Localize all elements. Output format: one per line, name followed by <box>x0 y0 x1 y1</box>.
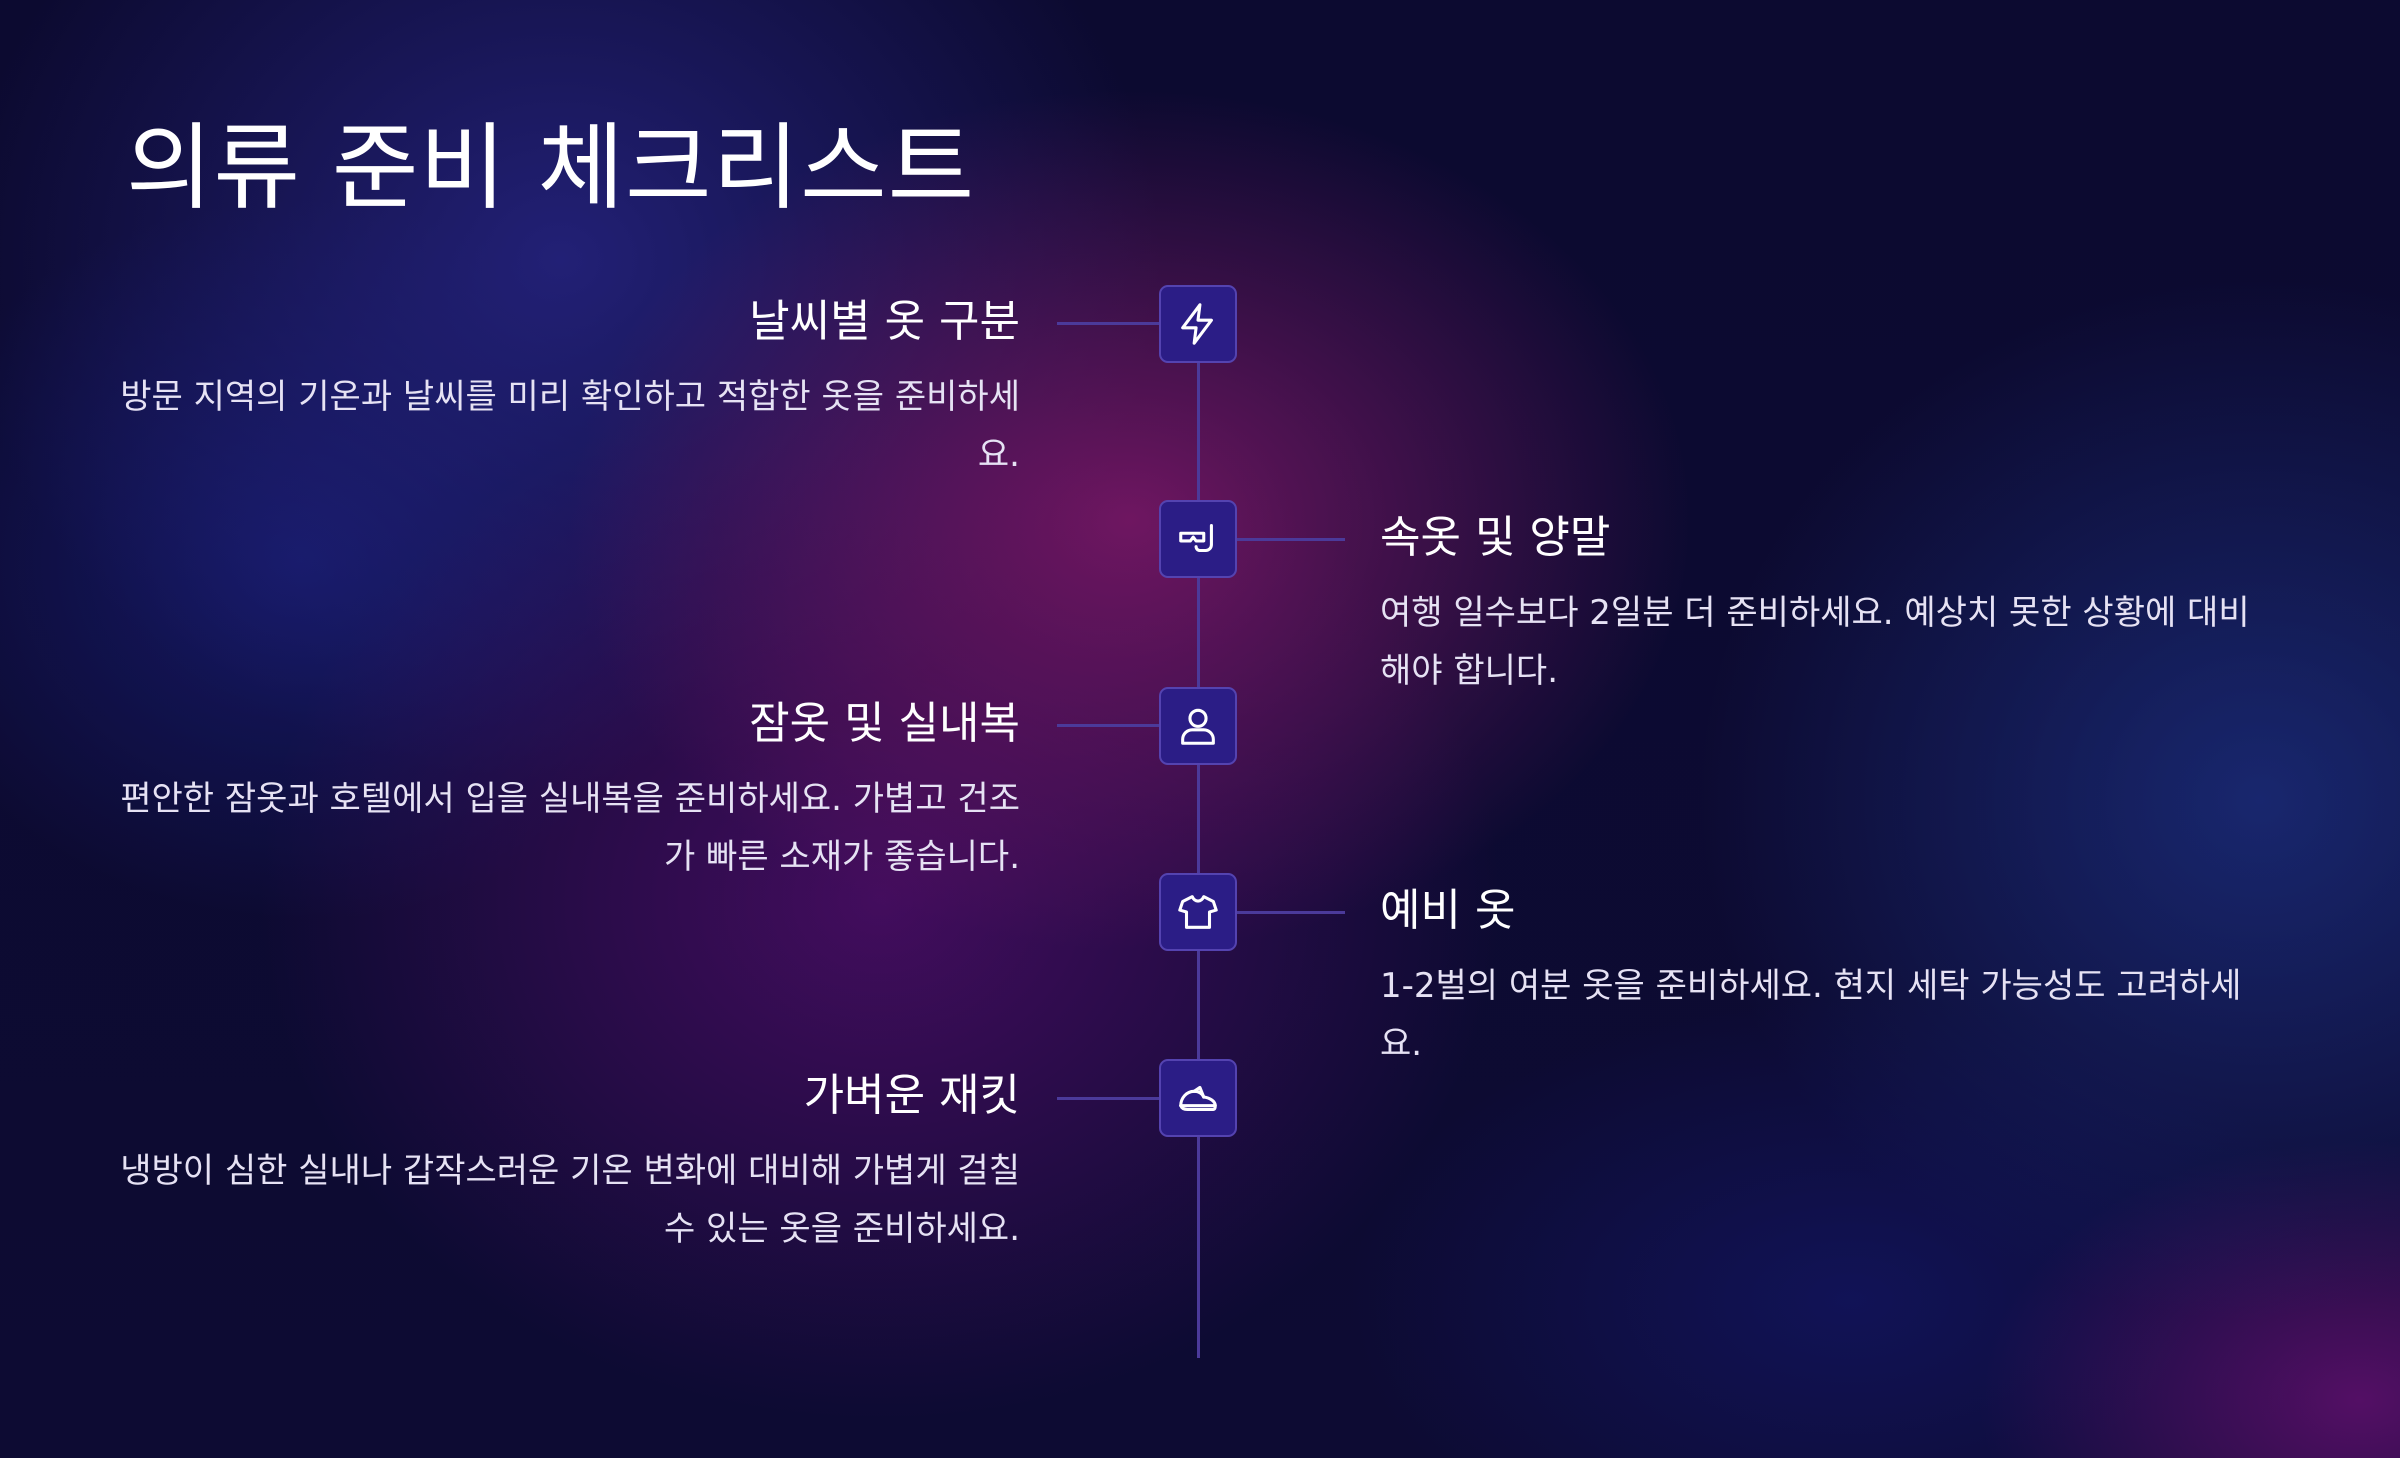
timeline-axis <box>1197 310 1200 1358</box>
timeline-node <box>1159 873 1237 951</box>
person-icon <box>1181 708 1215 745</box>
item-title: 가벼운 재킷 <box>803 1070 1020 1121</box>
cap-icon <box>1179 1085 1217 1112</box>
t-shirt-icon <box>1178 895 1218 929</box>
timeline-connector <box>1057 724 1159 727</box>
timeline-item: 잠옷 및 실내복 편안한 잠옷과 호텔에서 입을 실내복을 준비하세요. 가볍고… <box>120 692 1020 886</box>
item-description: 냉방이 심한 실내나 갑작스러운 기온 변화에 대비해 가볍게 걸칠 수 있는 … <box>120 1151 1020 1249</box>
item-title: 예비 옷 <box>1380 885 1516 936</box>
timeline-node <box>1159 285 1237 363</box>
item-description: 방문 지역의 기온과 날씨를 미리 확인하고 적합한 옷을 준비하세요. <box>120 377 1020 475</box>
timeline-item: 예비 옷 1-2벌의 여분 옷을 준비하세요. 현지 세탁 가능성도 고려하세요… <box>1380 879 2280 1073</box>
timeline-item: 날씨별 옷 구분 방문 지역의 기온과 날씨를 미리 확인하고 적합한 옷을 준… <box>120 290 1020 484</box>
item-title: 날씨별 옷 구분 <box>749 296 1020 347</box>
timeline-connector <box>1057 1097 1159 1100</box>
item-title: 속옷 및 양말 <box>1380 512 1611 563</box>
timeline-item: 속옷 및 양말 여행 일수보다 2일분 더 준비하세요. 예상치 못한 상황에 … <box>1380 506 2280 700</box>
timeline-item: 가벼운 재킷 냉방이 심한 실내나 갑작스러운 기온 변화에 대비해 가볍게 걸… <box>120 1064 1020 1258</box>
snorkel-mask-icon <box>1179 524 1213 553</box>
lightning-icon <box>1181 303 1213 345</box>
timeline-node <box>1159 500 1237 578</box>
item-description: 1-2벌의 여분 옷을 준비하세요. 현지 세탁 가능성도 고려하세요. <box>1380 966 2242 1064</box>
page-title: 의류 준비 체크리스트 <box>126 114 976 223</box>
timeline-node <box>1159 687 1237 765</box>
timeline-connector <box>1237 911 1345 914</box>
item-title: 잠옷 및 실내복 <box>749 698 1020 749</box>
timeline-node <box>1159 1059 1237 1137</box>
item-description: 여행 일수보다 2일분 더 준비하세요. 예상치 못한 상황에 대비해야 합니다… <box>1380 593 2250 691</box>
timeline-connector <box>1237 538 1345 541</box>
item-description: 편안한 잠옷과 호텔에서 입을 실내복을 준비하세요. 가볍고 건조가 빠른 소… <box>120 779 1020 877</box>
timeline-connector <box>1057 322 1159 325</box>
